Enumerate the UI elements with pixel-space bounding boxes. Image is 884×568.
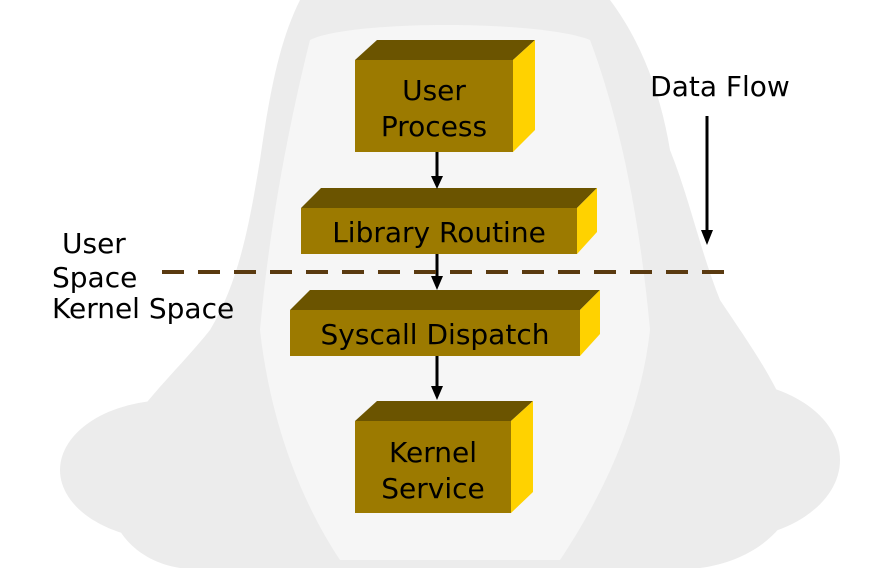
user-space-label-line1: User [62, 227, 126, 260]
library-routine-box: Library Routine [301, 188, 597, 254]
kernel-space-label: Kernel Space [52, 292, 234, 325]
data-flow-arrow [701, 116, 713, 245]
syscall-dispatch-box: Syscall Dispatch [290, 290, 600, 356]
kernel-service-box: Kernel Service [355, 401, 533, 513]
arrow-user-to-library [431, 152, 443, 189]
user-process-label-line1: User [402, 74, 466, 107]
arrow-library-to-syscall [431, 254, 443, 290]
kernel-service-label-line1: Kernel [389, 436, 477, 469]
kernel-service-label-line2: Service [381, 472, 484, 505]
arrow-syscall-to-kernel [431, 356, 443, 400]
library-routine-label: Library Routine [332, 216, 546, 249]
syscall-dispatch-label: Syscall Dispatch [321, 318, 550, 351]
data-flow-label: Data Flow [650, 70, 790, 103]
user-space-label-line2: Space [52, 261, 137, 294]
user-process-box: User Process [355, 40, 535, 152]
user-process-label-line2: Process [381, 110, 487, 143]
